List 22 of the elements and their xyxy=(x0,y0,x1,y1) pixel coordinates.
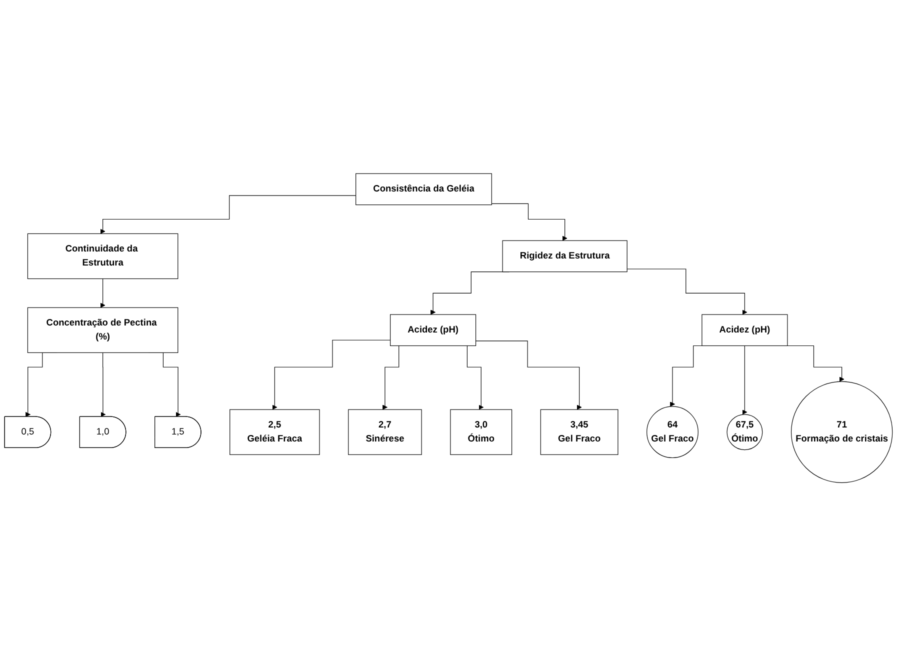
arrow xyxy=(742,346,748,415)
node-box: 3,0 Ótimo xyxy=(450,410,512,456)
node-box: Acidez (pH) xyxy=(390,314,476,346)
node-circle: 67,5 Ótimo xyxy=(726,414,763,450)
node-circle: 71 Formação de cristais xyxy=(790,382,893,484)
node-box: Rigidez da Estrutura xyxy=(502,240,628,272)
arrow xyxy=(491,204,568,242)
node-box: Consistência da Geléia xyxy=(356,174,492,206)
node-circle: 64 Gel Fraco xyxy=(646,406,698,458)
arrow xyxy=(785,346,844,382)
node-box: Concentração de Pectina (%) xyxy=(27,308,178,354)
arrow xyxy=(100,278,106,308)
node-box: Continuidade da Estrutura xyxy=(27,234,178,280)
node-box: 2,5 Geléia Fraca xyxy=(230,410,320,456)
arrow xyxy=(272,340,391,410)
arrow xyxy=(475,341,582,410)
node-box: Acidez (pH) xyxy=(702,314,788,346)
arrow xyxy=(100,352,106,418)
node-box: 2,7 Sinérese xyxy=(348,410,422,456)
node-box: 3,45 Gel Fraco xyxy=(540,410,618,456)
arrow xyxy=(100,196,356,234)
arrow xyxy=(626,269,748,316)
